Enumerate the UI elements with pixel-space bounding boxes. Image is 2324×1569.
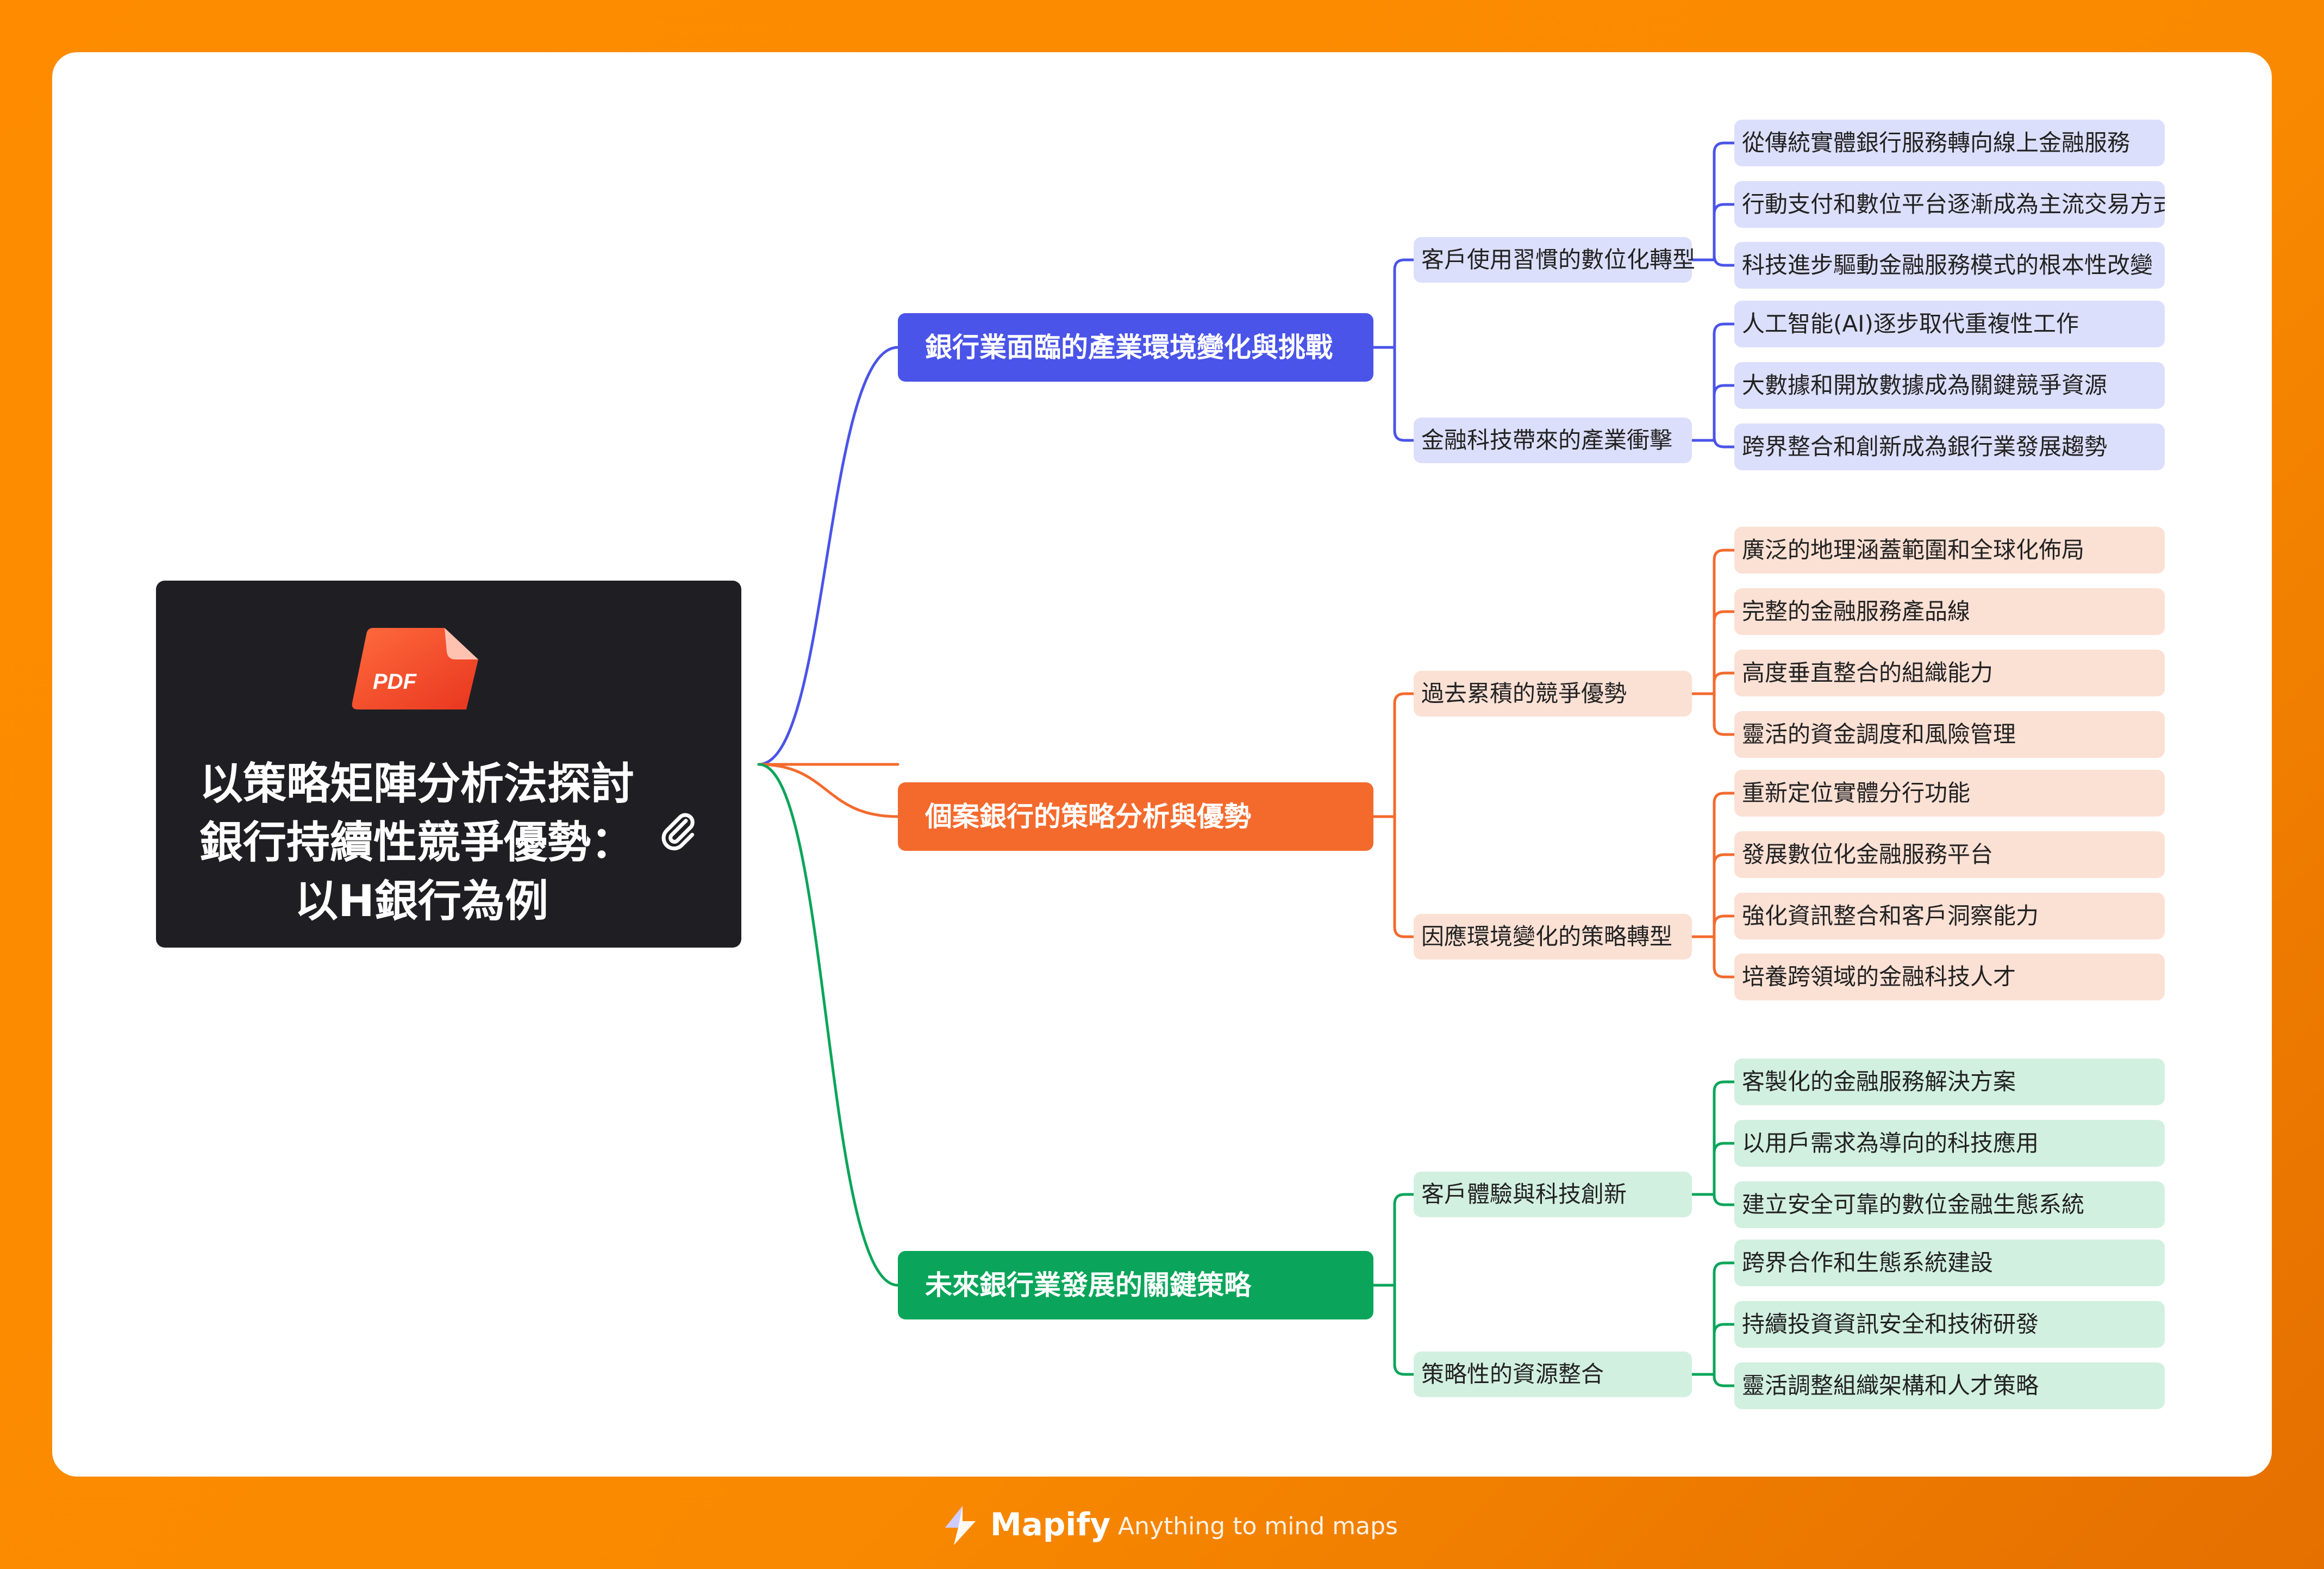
- leaf-node[interactable]: 靈活的資金調度和風險管理: [1734, 711, 2165, 758]
- root-branch-connector: [757, 763, 899, 1287]
- attachment-icon[interactable]: [656, 809, 699, 852]
- leaf-node[interactable]: 大數據和開放數據成為關鍵競爭資源: [1734, 362, 2165, 409]
- leaf-node[interactable]: 跨界整合和創新成為銀行業發展趨勢: [1734, 424, 2165, 470]
- branch-sub-connector: [1393, 1193, 1415, 1287]
- sub-leaf-connector: [1713, 1373, 1736, 1387]
- leaf-node[interactable]: 以用戶需求為導向的科技應用: [1734, 1120, 2165, 1167]
- leaf-node[interactable]: 行動支付和數位平台逐漸成為主流交易方式: [1734, 181, 2165, 228]
- root-branch-connector: [757, 763, 899, 818]
- sub-leaf-connector: [1713, 853, 1736, 938]
- sub-node[interactable]: 客戶使用習慣的數位化轉型: [1414, 237, 1695, 283]
- footer-brand[interactable]: Mapify: [990, 1506, 1111, 1543]
- sub-leaf-connector: [1713, 671, 1736, 695]
- branch-sub-connector: [1393, 692, 1415, 818]
- sub-leaf-connector: [1713, 141, 1736, 262]
- sub-leaf-connector: [1713, 792, 1736, 938]
- mindmap-canvas: PDF 以策略矩陣分析法探討 銀行持續性競爭優勢： 以H銀行為例 銀行業面臨的產…: [52, 52, 2272, 1477]
- sub-leaf-connector: [1713, 203, 1736, 262]
- connector-lines: [757, 141, 1736, 1387]
- root-title: 以策略矩陣分析法探討 銀行持續性競爭優勢： 以H銀行為例: [156, 755, 741, 931]
- sub-leaf-connector: [1713, 1261, 1736, 1376]
- leaf-node[interactable]: 從傳統實體銀行服務轉向線上金融服務: [1734, 120, 2165, 166]
- root-title-line-1: 以策略矩陣分析法探討: [199, 758, 634, 809]
- sub-leaf-connector: [1713, 692, 1736, 736]
- branch-node-1[interactable]: 銀行業面臨的產業環境變化與挑戰: [898, 313, 1373, 382]
- leaf-node[interactable]: 完整的金融服務產品線: [1734, 588, 2165, 635]
- branch-sub-connector: [1393, 346, 1415, 442]
- leaf-node[interactable]: 持續投資資訊安全和技術研發: [1734, 1301, 2165, 1348]
- leaf-node[interactable]: 跨界合作和生態系統建設: [1734, 1240, 2165, 1286]
- leaf-node[interactable]: 廣泛的地理涵蓋範圍和全球化佈局: [1734, 527, 2165, 574]
- sub-node[interactable]: 客戶體驗與科技創新: [1414, 1172, 1692, 1217]
- leaf-node[interactable]: 培養跨領域的金融科技人才: [1734, 954, 2165, 1000]
- mapify-logo-icon: [945, 1506, 976, 1545]
- branch-node-3[interactable]: 未來銀行業發展的關鍵策略: [898, 1251, 1373, 1319]
- branch-node-2[interactable]: 個案銀行的策略分析與優勢: [898, 782, 1373, 851]
- sub-node[interactable]: 策略性的資源整合: [1414, 1352, 1692, 1397]
- leaf-node[interactable]: 重新定位實體分行功能: [1734, 770, 2165, 817]
- leaf-node[interactable]: 客製化的金融服務解決方案: [1734, 1059, 2165, 1105]
- sub-leaf-connector: [1713, 549, 1736, 695]
- sub-leaf-connector: [1713, 255, 1736, 267]
- sub-leaf-connector: [1713, 322, 1736, 442]
- leaf-node[interactable]: 強化資訊整合和客戶洞察能力: [1734, 893, 2165, 939]
- footer-tagline: Anything to mind maps: [1118, 1512, 1398, 1540]
- root-title-line-3: 以H銀行為例: [295, 876, 548, 926]
- sub-node[interactable]: 過去累積的競爭優勢: [1414, 671, 1692, 717]
- branch-sub-connector: [1393, 1284, 1415, 1376]
- leaf-node[interactable]: 科技進步驅動金融服務模式的根本性改變: [1734, 242, 2165, 289]
- sub-leaf-connector: [1713, 384, 1736, 442]
- leaf-node[interactable]: 發展數位化金融服務平台: [1734, 831, 2165, 878]
- root-branch-connector: [757, 346, 899, 766]
- leaf-node[interactable]: 人工智能(AI)逐步取代重複性工作: [1734, 301, 2165, 347]
- sub-leaf-connector: [1713, 1193, 1736, 1206]
- sub-leaf-connector: [1713, 610, 1736, 695]
- pdf-badge-text: PDF: [373, 670, 417, 694]
- sub-node[interactable]: 金融科技帶來的產業衝擊: [1414, 418, 1692, 463]
- sub-leaf-connector: [1713, 1142, 1736, 1196]
- root-node[interactable]: PDF 以策略矩陣分析法探討 銀行持續性競爭優勢： 以H銀行為例: [156, 581, 741, 948]
- branch-sub-connector: [1393, 258, 1415, 349]
- sub-leaf-connector: [1713, 437, 1736, 449]
- sub-leaf-connector: [1713, 935, 1736, 979]
- sub-leaf-connector: [1713, 1080, 1736, 1196]
- branch-sub-connector: [1393, 815, 1415, 938]
- pdf-file-icon: PDF: [352, 628, 478, 709]
- sub-leaf-connector: [1713, 914, 1736, 938]
- leaf-node[interactable]: 靈活調整組織架構和人才策略: [1734, 1362, 2165, 1409]
- root-title-line-2: 銀行持續性競爭優勢：: [199, 817, 634, 868]
- sub-leaf-connector: [1713, 1323, 1736, 1376]
- leaf-node[interactable]: 高度垂直整合的組織能力: [1734, 650, 2165, 696]
- leaf-node[interactable]: 建立安全可靠的數位金融生態系統: [1734, 1181, 2165, 1228]
- sub-node[interactable]: 因應環境變化的策略轉型: [1414, 914, 1692, 960]
- footer: Mapify Anything to mind maps: [939, 1500, 1428, 1545]
